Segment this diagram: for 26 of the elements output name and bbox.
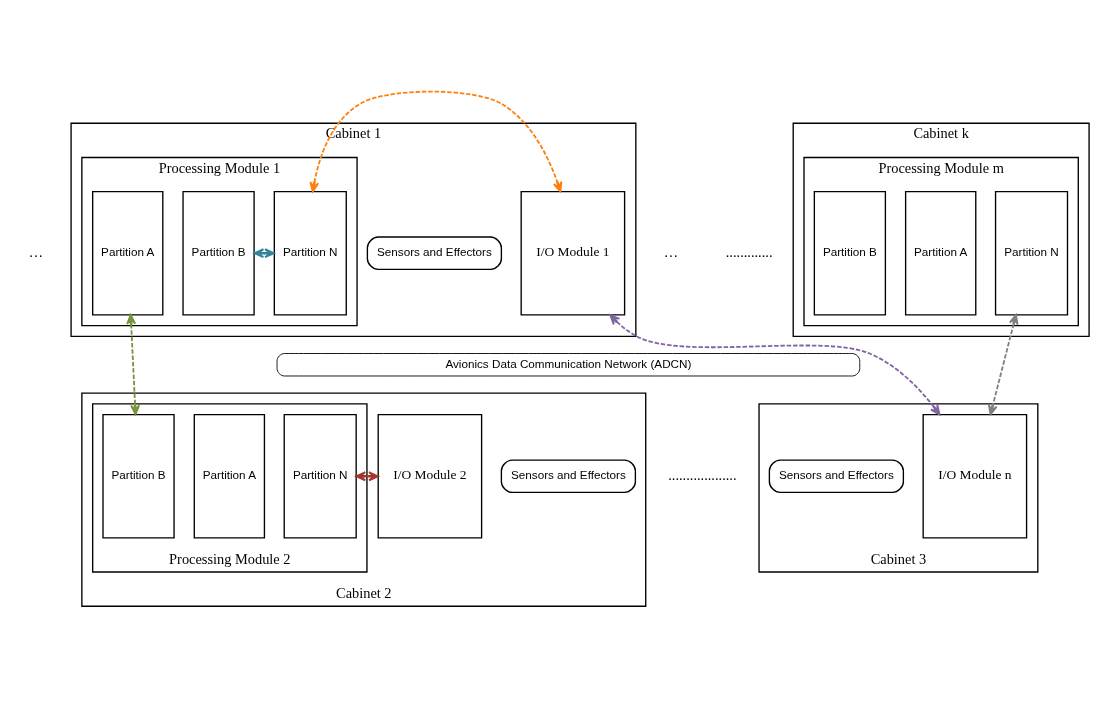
arrow <box>987 313 1019 415</box>
node-box: I/O Module n <box>922 413 1028 539</box>
node-box: Avionics Data Communication Network (ADCN) <box>276 352 861 376</box>
arrow <box>609 313 941 415</box>
node-box: Partition A <box>904 190 977 315</box>
node-box: I/O Module 2 <box>377 413 483 539</box>
arrow <box>126 313 141 415</box>
node-box: I/O Module 1 <box>520 190 626 315</box>
node-box: Partition N <box>283 413 357 539</box>
label: … <box>663 243 679 260</box>
node-box: Partition B <box>102 413 175 539</box>
label: ............. <box>725 243 773 260</box>
arrow <box>253 247 275 258</box>
node-box: Sensors and Effectors <box>768 458 905 493</box>
arrow <box>355 470 379 481</box>
node-box: Partition N <box>994 190 1069 315</box>
node-box: Partition N <box>273 190 347 315</box>
label: ................... <box>668 466 737 483</box>
node-box: Sensors and Effectors <box>500 458 637 493</box>
arrow <box>309 90 563 192</box>
label: … <box>28 243 44 260</box>
node-box: Partition B <box>182 190 255 315</box>
node-box: Partition B <box>813 190 887 315</box>
node-box: Sensors and Effectors <box>366 235 503 270</box>
node-box: Partition A <box>193 413 266 539</box>
node-box: Partition A <box>92 190 164 315</box>
